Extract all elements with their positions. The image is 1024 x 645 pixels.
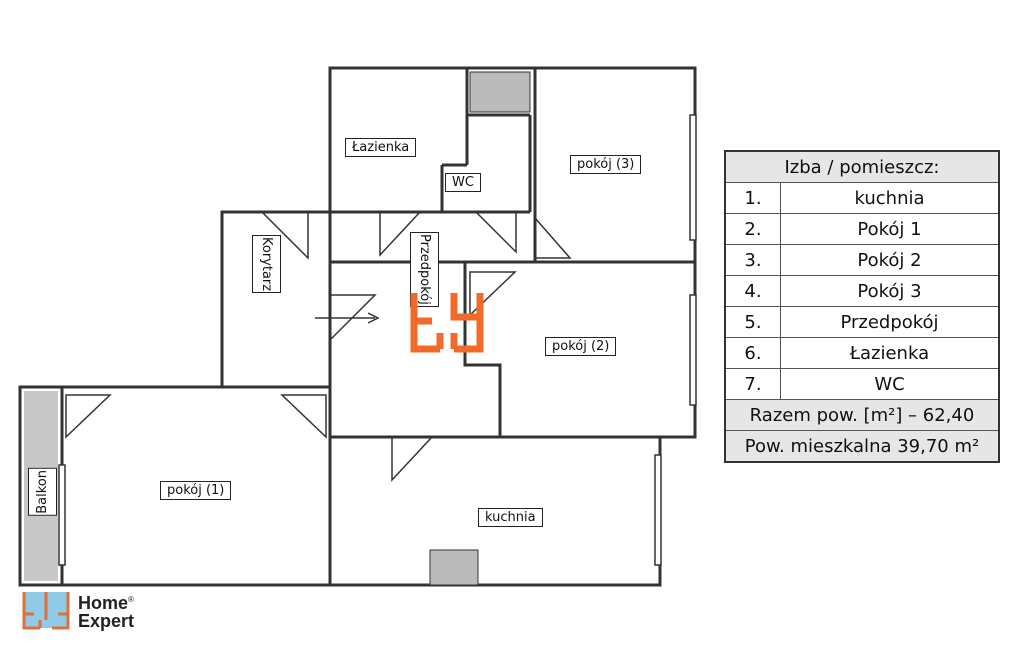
legend-room: Pokój 2 xyxy=(780,244,1000,276)
home-expert-logo: Home® Expert xyxy=(22,590,134,630)
room-label-pokoj3: pokój (3) xyxy=(570,155,642,174)
legend-row: 1.kuchnia xyxy=(724,182,1000,214)
room-label-balkon: Balkon xyxy=(28,468,57,516)
legend-row: 7.WC xyxy=(724,368,1000,400)
legend-header: Izba / pomieszcz: xyxy=(724,150,1000,183)
shaft xyxy=(429,549,479,586)
room-label-korytarz: Korytarz xyxy=(252,235,281,294)
room-legend-table: Izba / pomieszcz: 1.kuchnia 2.Pokój 1 3.… xyxy=(724,150,1000,463)
watermark-logo xyxy=(410,293,484,353)
legend-room: Pokój 1 xyxy=(780,213,1000,245)
legend-row: 6.Łazienka xyxy=(724,337,1000,369)
legend-num: 5. xyxy=(724,306,781,338)
windows xyxy=(58,114,697,566)
legend-num: 6. xyxy=(724,337,781,369)
logo-mark-icon xyxy=(22,592,70,630)
legend-row: 2.Pokój 1 xyxy=(724,213,1000,245)
legend-num: 7. xyxy=(724,368,781,400)
legend-room: Pokój 3 xyxy=(780,275,1000,307)
legend-num: 3. xyxy=(724,244,781,276)
room-label-pokoj1: pokój (1) xyxy=(160,481,232,500)
legend-num: 4. xyxy=(724,275,781,307)
legend-row: 3.Pokój 2 xyxy=(724,244,1000,276)
legend-room: kuchnia xyxy=(780,182,1000,214)
doors xyxy=(65,211,572,482)
legend-row: 4.Pokój 3 xyxy=(724,275,1000,307)
logo-text-home: Home xyxy=(78,592,129,613)
logo-registered-mark: ® xyxy=(128,594,134,604)
legend-num: 1. xyxy=(724,182,781,214)
room-label-kuchnia: kuchnia xyxy=(478,508,543,527)
legend-room: WC xyxy=(780,368,1000,400)
legend-room: Łazienka xyxy=(780,337,1000,369)
room-label-lazienka: Łazienka xyxy=(345,138,417,157)
living-area: Pow. mieszkalna 39,70 m² xyxy=(724,430,1000,463)
legend-row: 5.Przedpokój xyxy=(724,306,1000,338)
legend-room: Przedpokój xyxy=(780,306,1000,338)
total-area: Razem pow. [m²] – 62,40 xyxy=(724,399,1000,431)
shaft xyxy=(469,71,531,113)
room-label-pokoj2: pokój (2) xyxy=(545,337,617,356)
legend-num: 2. xyxy=(724,213,781,245)
logo-text-expert: Expert xyxy=(78,610,135,631)
room-label-wc: WC xyxy=(445,173,481,192)
